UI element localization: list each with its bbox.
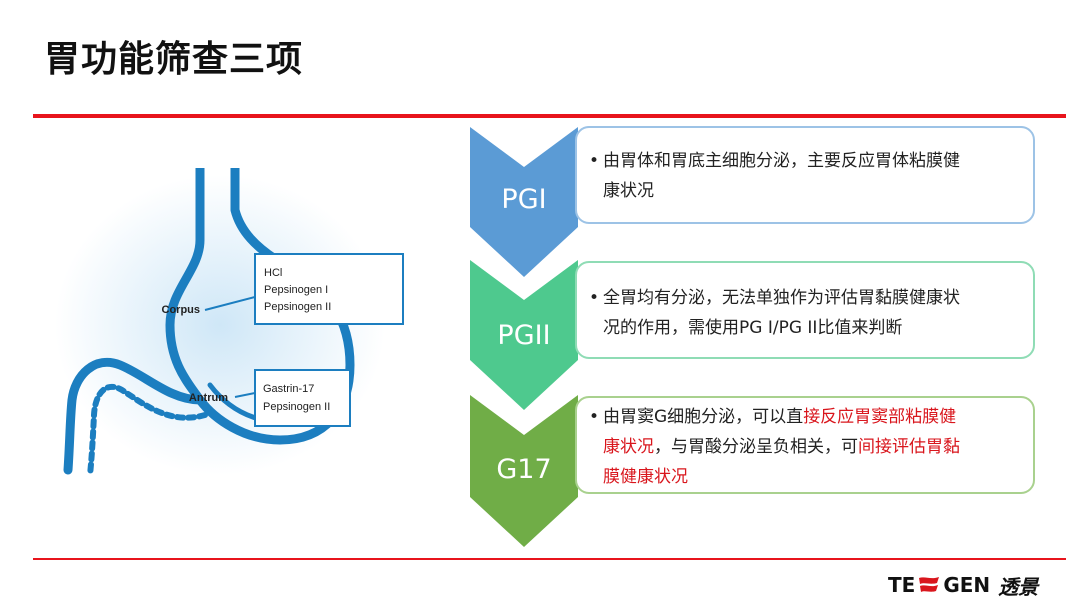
antrum-box-line-1: Gastrin-17 — [263, 383, 314, 395]
antrum-label: Antrum — [189, 392, 228, 404]
logo-text-gen: GEN — [943, 573, 991, 597]
antrum-box-line-2: Pepsinogen II — [263, 401, 330, 413]
logo-mark-icon — [919, 577, 940, 592]
duodenum-outline — [63, 358, 205, 475]
duodenum-inner — [87, 383, 208, 478]
card-g17-text: 由胃窦G细胞分泌，可以直接反应胃窦部粘膜健 康状况，与胃酸分泌呈负相关，可间接评… — [577, 402, 1019, 492]
chevron-g17-shape — [470, 395, 578, 547]
footer-divider — [33, 558, 1066, 560]
corpus-box-line-2: Pepsinogen I — [264, 284, 328, 296]
stomach-diagram: Corpus HCl Pepsinogen I Pepsinogen II An… — [50, 150, 430, 490]
company-logo: TE GEN 透景 — [888, 570, 1038, 600]
corpus-box-line-1: HCl — [264, 267, 282, 279]
chevron-pgi — [470, 127, 578, 277]
card-g17: 由胃窦G细胞分泌，可以直接反应胃窦部粘膜健 康状况，与胃酸分泌呈负相关，可间接评… — [575, 396, 1035, 494]
logo-text-te: TE — [888, 573, 916, 597]
logo-text-cn: 透景 — [998, 574, 1039, 599]
chevron-pgi-label: PGI — [501, 184, 547, 215]
title-divider — [33, 114, 1066, 118]
chevron-pgii-shape — [470, 260, 578, 410]
corpus-label: Corpus — [162, 304, 201, 316]
chevron-g17-label: G17 — [496, 454, 552, 485]
chevron-pgii-label: PGII — [497, 320, 551, 351]
chevron-pgii — [470, 260, 578, 410]
chevron-pgi-shape — [470, 127, 578, 277]
corpus-box-line-3: Pepsinogen II — [264, 301, 331, 313]
chevron-g17 — [470, 395, 578, 547]
slide-title: 胃功能筛查三项 — [44, 39, 304, 80]
